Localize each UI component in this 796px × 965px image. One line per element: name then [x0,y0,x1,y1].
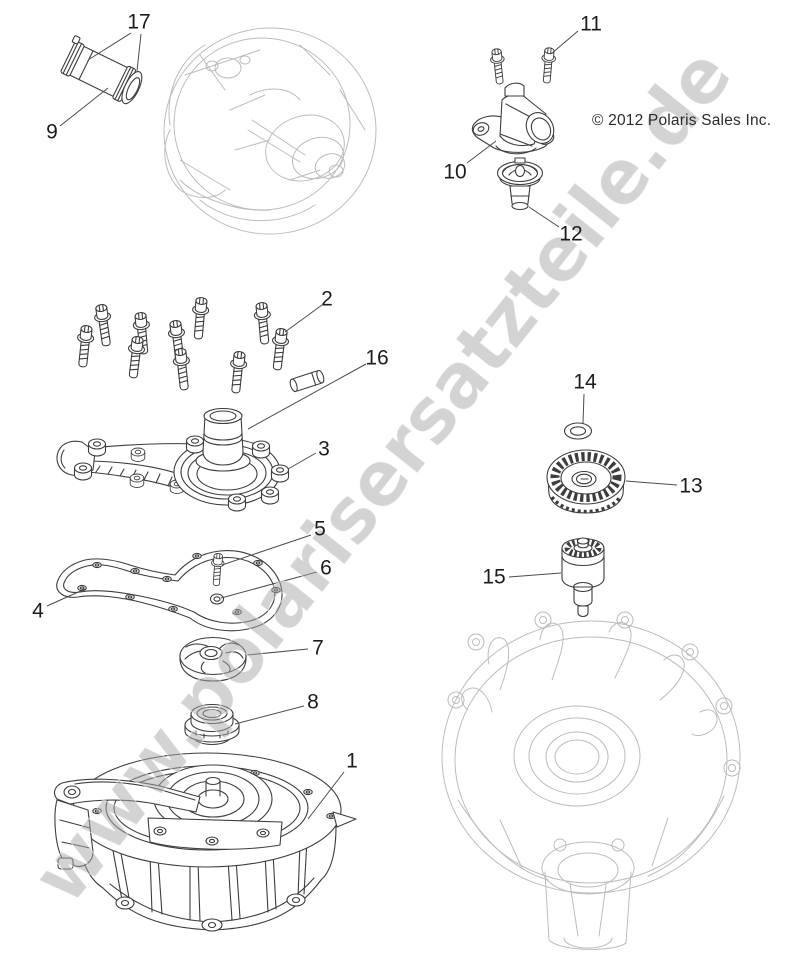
callout-10: 10 [443,160,467,184]
part-7-impeller [179,636,247,682]
callout-12: 12 [559,222,583,246]
callout-17: 17 [127,10,151,34]
callout-6: 6 [320,556,332,580]
part-8-seal [184,703,240,746]
part-6-drain-hole [209,593,225,605]
copyright-text: © 2012 Polaris Sales Inc. [592,112,772,129]
callout-11: 11 [580,12,602,36]
part-11-bolts [489,46,557,86]
callout-9: 9 [46,120,58,144]
hose-clamp-17-left [60,35,85,77]
callout-5: 5 [314,517,326,541]
reference-engine-drawing [163,27,377,235]
callout-13: 13 [679,474,703,498]
callout-15: 15 [482,565,506,589]
part-10-thermostat-housing [471,82,555,155]
callout-4: 4 [32,599,44,623]
part-16-dowel-pin [289,369,325,393]
part-1-pump-cover [53,752,357,932]
part-9-hose [60,35,143,105]
part-15-bearing-shaft [561,537,605,618]
callout-1: 1 [346,749,358,773]
callout-7: 7 [312,636,324,660]
leader-lines [46,30,678,820]
part-13-drive-gear [546,449,626,514]
part-2-bolts [74,296,291,395]
callout-8: 8 [307,690,319,714]
part-14-washer [563,422,593,440]
watermark-text: www.polarisersatzteile.de [15,31,749,919]
callout-16: 16 [365,346,389,370]
callout-2: 2 [321,287,333,311]
part-12-thermostat [496,157,544,211]
part-3-pump-housing [56,407,290,512]
reference-inner-cover-drawing [441,611,741,950]
callout-3: 3 [318,437,330,461]
callout-14: 14 [573,370,597,394]
